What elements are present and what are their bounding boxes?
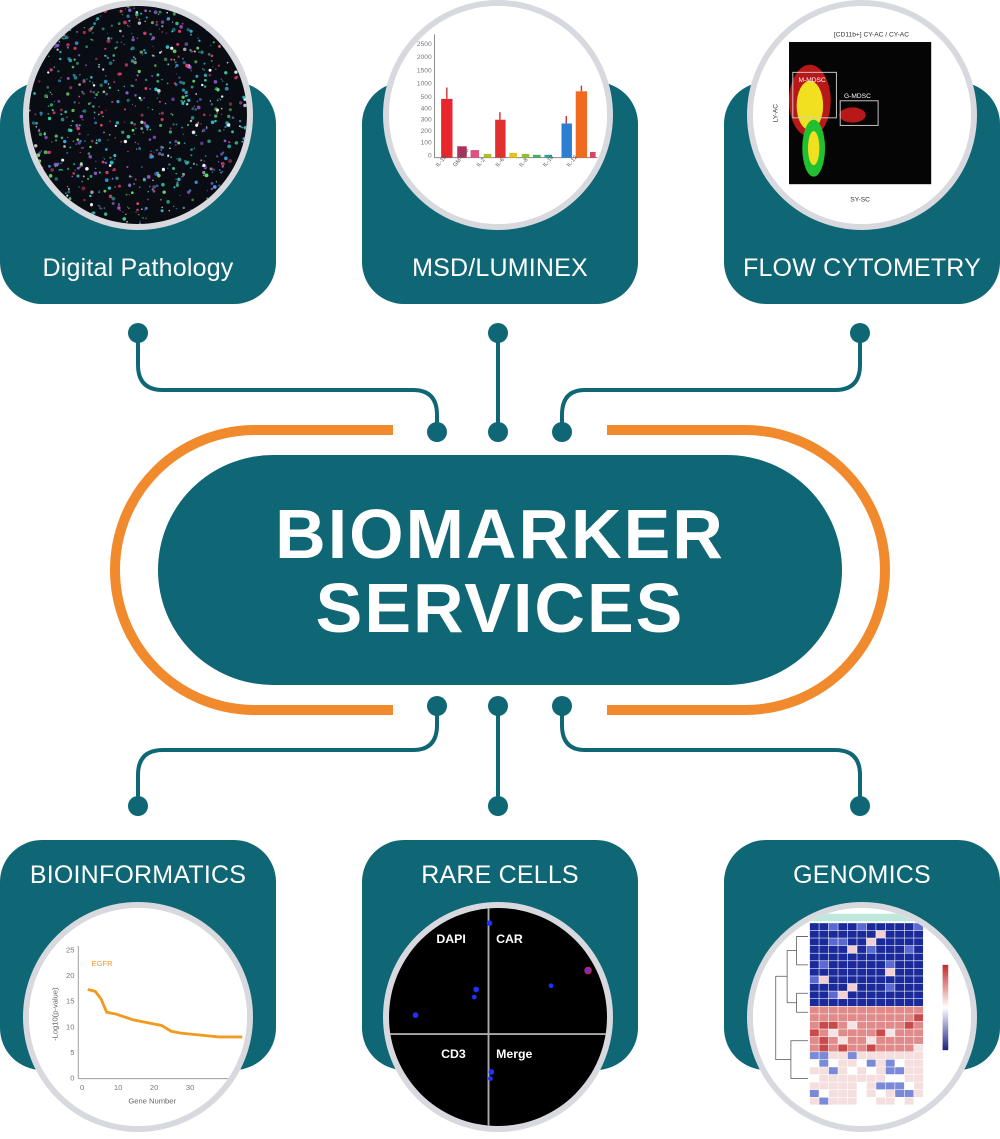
svg-text:IL-8: IL-8 [519, 157, 530, 168]
msd-y-tick: 0 [428, 153, 432, 160]
msd-y-tick: 500 [421, 94, 432, 101]
msd-bars [441, 91, 596, 158]
rare-cells-quadrant-label: CD3 [441, 1047, 466, 1061]
digital-pathology-image [23, 0, 253, 230]
flow-gate-label: M-MDSC [798, 77, 825, 84]
flow-plot-title: [CD11b+] CY-AC / CY-AC [834, 31, 909, 38]
bio-y-tick: 0 [70, 1074, 74, 1083]
wire-lines [136, 333, 862, 806]
card-label: FLOW CYTOMETRY [742, 254, 981, 282]
msd-y-tick: 300 [421, 117, 432, 124]
rare-cells-quadrant-label: DAPI [436, 932, 465, 946]
msd-y-tick: 1500 [417, 67, 432, 74]
svg-text:IL-6: IL-6 [495, 157, 506, 168]
msd-y-tick: 2000 [417, 54, 432, 61]
msd-y-tick: 1000 [417, 81, 432, 88]
bio-y-tick: 20 [66, 971, 74, 980]
genomics-heatmap-image [747, 902, 977, 1132]
bio-x-tick: 0 [80, 1083, 84, 1092]
bio-y-tick: 5 [70, 1048, 74, 1057]
card-label: RARE CELLS [421, 861, 579, 889]
msd-y-tick: 100 [421, 139, 432, 146]
bracket-left [110, 425, 393, 715]
bio-y-tick: 15 [66, 997, 74, 1006]
bio-y-tick: 25 [66, 946, 74, 955]
bio-x-tick: 30 [186, 1083, 194, 1092]
card-label: GENOMICS [793, 861, 931, 889]
bio-x-tick: 10 [114, 1083, 122, 1092]
bio-y-tick: 10 [66, 1022, 74, 1031]
msd-y-tick: 2500 [417, 41, 432, 48]
biomarker-services-hub: BIOMARKER SERVICES [158, 455, 842, 685]
bio-x-tick: 20 [150, 1083, 158, 1092]
bracket-right [607, 425, 890, 715]
card-label: MSD/LUMINEX [412, 254, 588, 282]
bio-x-label: Gene Number [128, 1096, 176, 1105]
flow-x-label: SY-SC [850, 196, 870, 203]
msd-y-tick: 400 [421, 105, 432, 112]
rare-cells-image: DAPI CAR CD3 Merge [383, 902, 613, 1132]
svg-text:IL-2: IL-2 [476, 157, 487, 168]
card-label: BIOINFORMATICS [29, 861, 247, 889]
rare-cells-quadrant-label: CAR [496, 932, 523, 946]
flow-cytometry-plot-image: [CD11b+] CY-AC / CY-AC M-MDSC G-MDSC SY-… [747, 0, 977, 230]
msd-luminex-chart-image: 2500 2000 1500 1000 500 400 300 200 100 … [383, 0, 613, 230]
wire-dots [128, 323, 870, 816]
hub-title-line2: SERVICES [315, 569, 685, 647]
flow-y-label: LY-AC [773, 104, 780, 123]
rare-cells-quadrant-label: Merge [496, 1047, 532, 1061]
hub-title-line1: BIOMARKER [275, 495, 725, 573]
msd-y-tick: 200 [421, 128, 432, 135]
orange-brackets [110, 425, 890, 715]
bioinformatics-plot-image: 25 20 15 10 5 0 0 10 20 30 40 EGFR -Log1… [23, 902, 253, 1132]
flow-gate-label: G-MDSC [844, 93, 871, 100]
bio-highlight-label: EGFR [92, 959, 114, 968]
card-label: Digital Pathology [42, 254, 234, 282]
bio-y-label: -Log10(p-value) [50, 987, 59, 1041]
